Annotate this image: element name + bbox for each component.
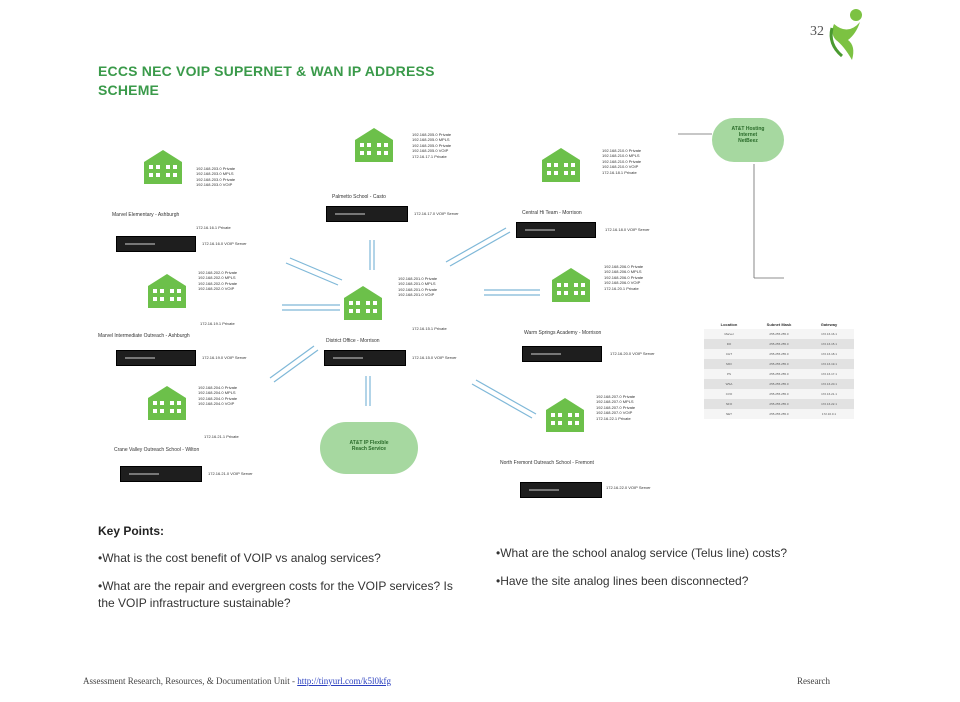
school-building-icon bbox=[148, 386, 186, 420]
site-5-hub-node bbox=[342, 284, 384, 325]
site-7-label: Crane Valley Outreach School - Wilton bbox=[114, 447, 200, 453]
key-point: •Have the site analog lines been disconn… bbox=[496, 574, 749, 588]
site-4-router-label: 172.16.19.0 VOIP Server bbox=[202, 355, 247, 360]
site-7-router bbox=[120, 466, 202, 482]
site-8-node bbox=[544, 396, 586, 437]
site-5-gateway: 172.16.15.1 Private bbox=[412, 326, 447, 331]
key-point: •What are the school analog service (Tel… bbox=[496, 546, 788, 560]
legend-header: Subnet Mask bbox=[754, 320, 804, 329]
site-5-router bbox=[324, 350, 406, 366]
legend-header: Location bbox=[704, 320, 754, 329]
site-5-label: District Office - Morrison bbox=[326, 338, 380, 344]
site-4-router bbox=[116, 350, 196, 366]
school-building-icon bbox=[546, 398, 584, 432]
site-1-router-label: 172.16.16.0 VOIP Server bbox=[202, 241, 247, 246]
site-7-router-label: 172.16.21.0 VOIP Server bbox=[208, 471, 253, 476]
page-title: ECCS NEC VOIP SUPERNET & WAN IP ADDRESS … bbox=[98, 63, 435, 98]
site-7-gateway: 172.16.21.1 Private bbox=[204, 434, 239, 439]
site-7-node bbox=[146, 384, 188, 425]
site-2-label: Palmetto School - Casto bbox=[332, 194, 386, 200]
site-1-label: Marvel Elementary - Ashburgh bbox=[112, 212, 180, 218]
site-8-router bbox=[520, 482, 602, 498]
school-building-icon bbox=[144, 150, 182, 184]
school-building-icon bbox=[344, 286, 382, 320]
site-6-node bbox=[550, 266, 592, 307]
site-5-router-label: 172.16.15.0 VOIP Server bbox=[412, 355, 457, 360]
site-6-router-label: 172.16.20.0 VOIP Server bbox=[610, 351, 655, 356]
footer-section: Research bbox=[797, 676, 830, 686]
school-building-icon bbox=[542, 148, 580, 182]
site-2-node bbox=[353, 126, 395, 167]
school-building-icon bbox=[552, 268, 590, 302]
site-2-router bbox=[326, 206, 408, 222]
school-building-icon bbox=[148, 274, 186, 308]
internet-cloud: AT&T Hosting Internet NetBeez bbox=[712, 118, 784, 162]
site-6-label: Warm Springs Academy - Morrison bbox=[524, 330, 602, 336]
site-3-label: Central Hi Team - Morrison bbox=[522, 210, 582, 216]
site-8-label: North Fremont Outreach School - Fremont bbox=[500, 460, 594, 466]
footer-text: Assessment Research, Resources, & Docume… bbox=[83, 676, 298, 686]
site-2-router-label: 172.16.17.0 VOIP Server bbox=[414, 211, 459, 216]
site-4-label: Marvel Intermediate Outreach - Ashburgh bbox=[98, 333, 190, 339]
site-3-router bbox=[516, 222, 596, 238]
key-points-title: Key Points: bbox=[98, 524, 165, 538]
page-number: 32 bbox=[810, 24, 824, 39]
site-4-node bbox=[146, 272, 188, 313]
site-3-router-label: 172.16.18.0 VOIP Server bbox=[605, 227, 650, 232]
legend-header: Gateway bbox=[804, 320, 854, 329]
wan-cloud: AT&T IP Flexible Reach Service bbox=[320, 422, 418, 474]
site-6-router bbox=[522, 346, 602, 362]
site-3-node bbox=[540, 146, 582, 187]
site-1-node bbox=[142, 148, 184, 189]
site-4-gateway: 172.16.19.1 Private bbox=[200, 321, 235, 326]
key-point: •What is the cost benefit of VOIP vs ana… bbox=[98, 551, 381, 565]
school-building-icon bbox=[355, 128, 393, 162]
site-1-router bbox=[116, 236, 196, 252]
site-8-router-label: 172.16.22.0 VOIP Server bbox=[606, 485, 651, 490]
footer-link[interactable]: http://tinyurl.com/k5l0kfg bbox=[297, 676, 391, 686]
key-point: •What are the repair and evergreen costs… bbox=[98, 579, 453, 610]
organization-logo bbox=[829, 9, 862, 60]
site-1-gateway: 172.16.16.1 Private bbox=[196, 225, 231, 230]
footer: Assessment Research, Resources, & Docume… bbox=[83, 676, 391, 686]
